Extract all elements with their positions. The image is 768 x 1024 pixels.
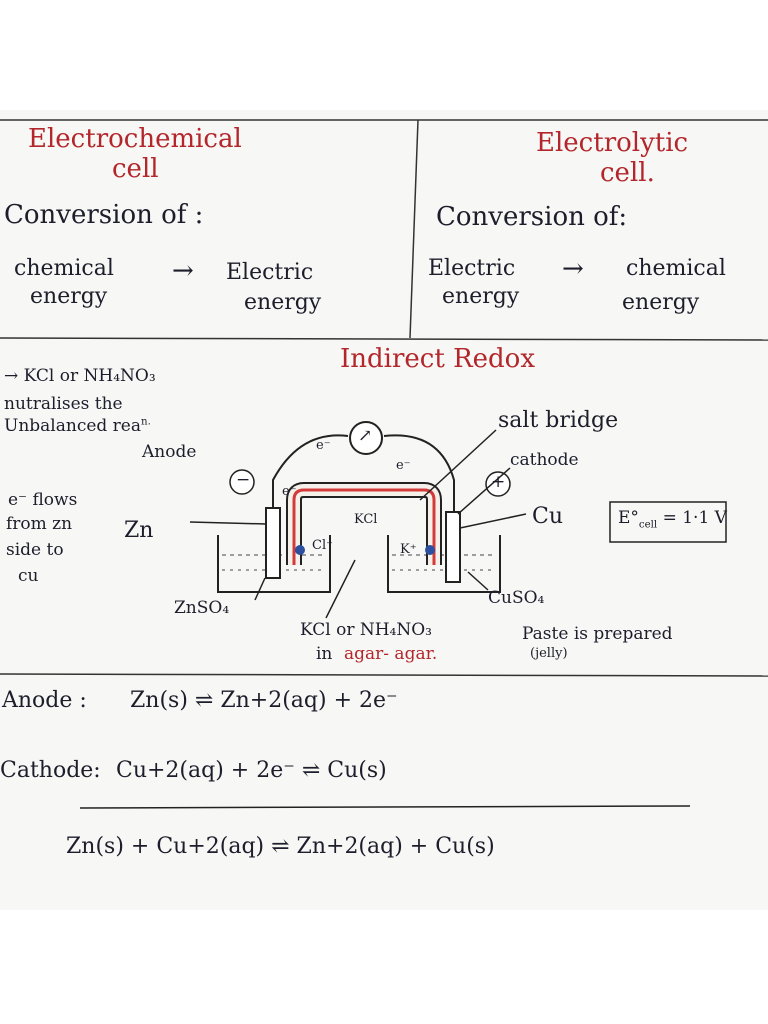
label-e-1: e⁻: [316, 438, 331, 453]
zn-electrode: [265, 507, 281, 579]
label-e-2: e⁻: [396, 458, 411, 473]
left-to-2: energy: [244, 290, 322, 315]
right-arrow: →: [562, 254, 584, 284]
left-from-1: chemical: [14, 256, 114, 281]
minus-terminal: [229, 469, 255, 495]
voltmeter: [349, 421, 383, 455]
label-cathode: cathode: [510, 450, 579, 470]
voltmeter-arrow-icon: ↗: [358, 426, 373, 446]
paste-agar: agar- agar.: [344, 644, 438, 664]
anode-reaction-label: Anode :: [2, 688, 87, 713]
left-beaker: [217, 535, 331, 593]
cathode-reaction: Cu+2(aq) + 2e⁻ ⇌ Cu(s): [116, 758, 387, 783]
anode-reaction: Zn(s) ⇌ Zn+2(aq) + 2e⁻: [130, 688, 398, 713]
label-znso4: ZnSO₄: [174, 598, 230, 618]
right-title-line2: cell.: [600, 158, 655, 188]
left-arrow: →: [172, 256, 194, 286]
sum-line: [79, 805, 691, 809]
section-divider: [0, 673, 768, 677]
right-conversion: Conversion of:: [436, 202, 628, 232]
table-divider: [409, 119, 419, 339]
ecell-box: [609, 501, 727, 543]
left-title-line1: Electrochemical: [28, 124, 242, 154]
table-bottom-line: [0, 337, 768, 341]
notebook-page: [0, 110, 768, 910]
left-title-line2: cell: [112, 154, 159, 184]
cu-electrode: [445, 511, 461, 583]
label-cl-ion: Cl⁻: [312, 538, 333, 553]
left-to-1: Electric: [226, 260, 314, 285]
right-to-2: energy: [622, 290, 700, 315]
right-ion-dot: [425, 545, 435, 555]
wire-right: [383, 434, 455, 512]
note-eflow-4: cu: [18, 566, 39, 586]
label-cu: Cu: [532, 504, 564, 529]
plus-sign: +: [491, 472, 506, 492]
paste-line1: KCl or NH₄NO₃: [300, 620, 432, 640]
paste-in: in: [316, 644, 333, 664]
wire-left: [272, 434, 349, 508]
section-title: Indirect Redox: [340, 344, 535, 374]
note-kcl-line2: nutralises the: [4, 394, 123, 414]
note-kcl-line3: Unbalanced rean.: [4, 416, 151, 436]
label-zn: Zn: [124, 518, 154, 543]
ecell-value: E°cell = 1·1 V: [618, 508, 727, 531]
left-from-2: energy: [30, 284, 108, 309]
label-anode: Anode: [142, 442, 197, 462]
net-reaction: Zn(s) + Cu+2(aq) ⇌ Zn+2(aq) + Cu(s): [66, 834, 495, 859]
right-to-1: chemical: [626, 256, 726, 281]
label-kcl: KCl: [354, 512, 378, 527]
cathode-reaction-label: Cathode:: [0, 758, 101, 783]
minus-sign: −: [236, 470, 251, 490]
right-title-line1: Electrolytic: [536, 128, 689, 158]
right-from-2: energy: [442, 284, 520, 309]
note-eflow-2: from zn: [6, 514, 73, 534]
right-from-1: Electric: [428, 256, 516, 281]
right-beaker: [387, 535, 501, 593]
note-kcl-line1: → KCl or NH₄NO₃: [4, 366, 156, 386]
left-ion-dot: [295, 545, 305, 555]
left-conversion: Conversion of :: [4, 200, 204, 230]
note-eflow-3: side to: [6, 540, 64, 560]
salt-bridge-red: [292, 488, 436, 565]
label-salt-bridge: salt bridge: [498, 408, 619, 433]
paste-jelly: (jelly): [530, 646, 568, 661]
note-eflow-1: e⁻ flows: [8, 490, 78, 510]
label-cuso4: CuSO₄: [488, 588, 545, 608]
plus-terminal: [485, 471, 511, 497]
label-k-ion: K⁺: [400, 542, 417, 557]
label-e-3: e⁻: [282, 484, 297, 499]
paste-line2: Paste is prepared: [522, 624, 673, 644]
